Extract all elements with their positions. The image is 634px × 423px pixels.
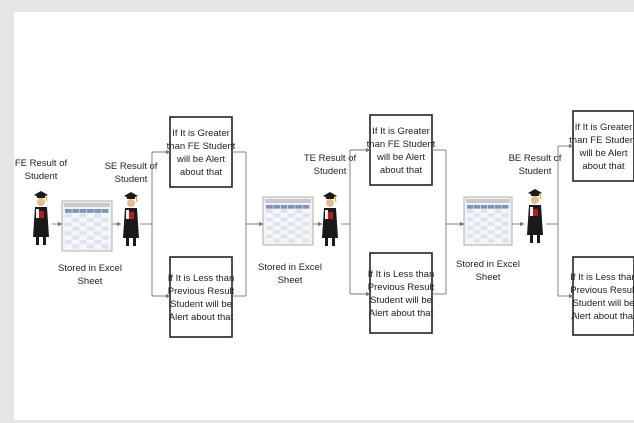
alert-condition-box: If It is Greater than FE Student will be A… <box>569 110 634 182</box>
student-result-label: Student <box>314 166 347 177</box>
box-text-line: about that <box>380 165 423 176</box>
box-text-line: Previous Result <box>368 282 435 293</box>
excel-sheet-label: Sheet <box>78 276 103 287</box>
excel-sheet-icon <box>61 200 113 252</box>
box-text-line: will be Alert <box>176 154 225 165</box>
excel-sheet-label: Stored in Excel <box>58 263 122 274</box>
box-text-line: If It is Less than <box>168 273 235 284</box>
box-text-line: Alert about that <box>169 312 234 323</box>
student-result-label: TE Result of <box>304 153 357 164</box>
student-result-label: Student <box>115 174 148 185</box>
box-text-line: will be Alert <box>376 152 425 163</box>
box-text-line: Student will be <box>170 299 232 310</box>
student-result-label: Student <box>519 166 552 177</box>
excel-sheet-icon <box>463 196 513 246</box>
box-text-line: If It is Greater <box>575 122 633 133</box>
box-border <box>572 256 634 336</box>
alert-condition-box: If It is Greater than FE Student will be A… <box>367 114 436 186</box>
box-border <box>169 256 233 338</box>
graduate-student-icon <box>322 192 338 246</box>
graduate-student-icon <box>33 191 49 245</box>
excel-sheet-label: Stored in Excel <box>258 262 322 273</box>
student-result-label: BE Result of <box>509 153 562 164</box>
box-text-line: If It is Greater <box>372 126 430 137</box>
box-text-line: If It is Less than <box>570 272 634 283</box>
box-border <box>169 116 233 188</box>
box-text-line: Student will be <box>573 298 634 309</box>
alert-condition-box: If It is Greater than FE Student will be A… <box>167 116 236 188</box>
box-text-line: than FE Student <box>367 139 436 150</box>
box-text-line: Student will be <box>370 295 432 306</box>
box-text-line: Alert about that <box>369 308 434 319</box>
student-result-label: Student <box>25 171 58 182</box>
box-text-line: Previous Result <box>168 286 235 297</box>
graduate-student-icon <box>123 192 139 246</box>
box-text-line: Alert about that <box>571 311 634 322</box>
excel-sheet-label: Stored in Excel <box>456 259 520 270</box>
student-result-label: SE Result of <box>105 161 158 172</box>
box-text-line: If It is Less than <box>368 269 435 280</box>
student-result-label: FE Result of <box>15 158 68 169</box>
box-text-line: about that <box>582 161 625 172</box>
box-text-line: If It is Greater <box>172 128 230 139</box>
box-text-line: than FE Student <box>569 135 634 146</box>
box-border <box>369 114 433 186</box>
box-text-line: Previous Result <box>570 285 634 296</box>
graduate-student-icon <box>527 189 543 243</box>
excel-sheet-label: Sheet <box>476 272 501 283</box>
box-border <box>369 252 433 334</box>
box-text-line: than FE Student <box>167 141 236 152</box>
diagram-svg: FE Result of Student SE Result of Student TE… <box>15 110 634 338</box>
box-text-line: will be Alert <box>578 148 627 159</box>
box-border <box>572 110 634 182</box>
excel-sheet-icon <box>262 196 314 246</box>
box-text-line: about that <box>180 167 223 178</box>
excel-sheet-label: Sheet <box>278 275 303 286</box>
flow-diagram: FE Result of Student SE Result of Student TE… <box>14 12 634 420</box>
